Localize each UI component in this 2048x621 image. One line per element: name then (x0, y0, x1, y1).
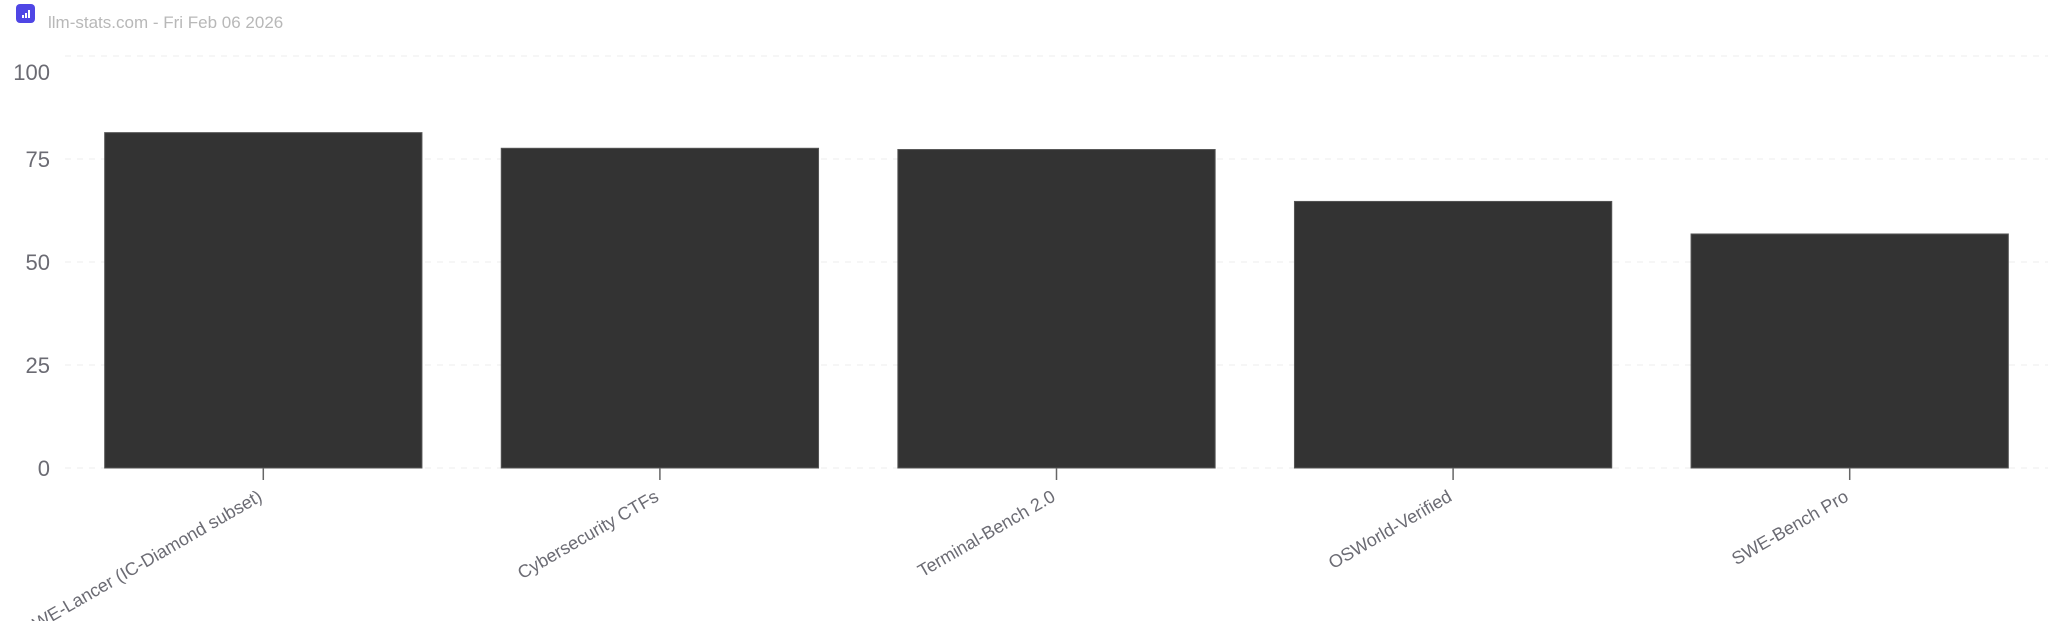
y-tick-label: 75 (26, 147, 50, 172)
x-tick-label: Cybersecurity CTFs (514, 486, 662, 583)
y-tick-label: 50 (26, 250, 50, 275)
y-tick-label: 100 (13, 60, 50, 85)
y-tick-label: 0 (38, 456, 50, 481)
x-tick-label: SWE-Bench Pro (1728, 486, 1851, 569)
y-tick-label: 25 (26, 353, 50, 378)
bar (897, 149, 1216, 469)
x-tick-label: Terminal-Bench 2.0 (914, 486, 1058, 581)
bar (1293, 200, 1613, 469)
chart-header: llm-stats.com - Fri Feb 06 2026 (16, 4, 283, 33)
x-tick-label: OSWorld-Verified (1325, 486, 1455, 573)
bar-chart-icon (16, 4, 35, 23)
x-tick-label: SWE-Lancer (IC-Diamond subset) (19, 486, 266, 621)
bar (104, 132, 423, 469)
source-text: llm-stats.com - Fri Feb 06 2026 (48, 13, 284, 32)
bar (500, 147, 820, 469)
bar (1690, 233, 2009, 469)
